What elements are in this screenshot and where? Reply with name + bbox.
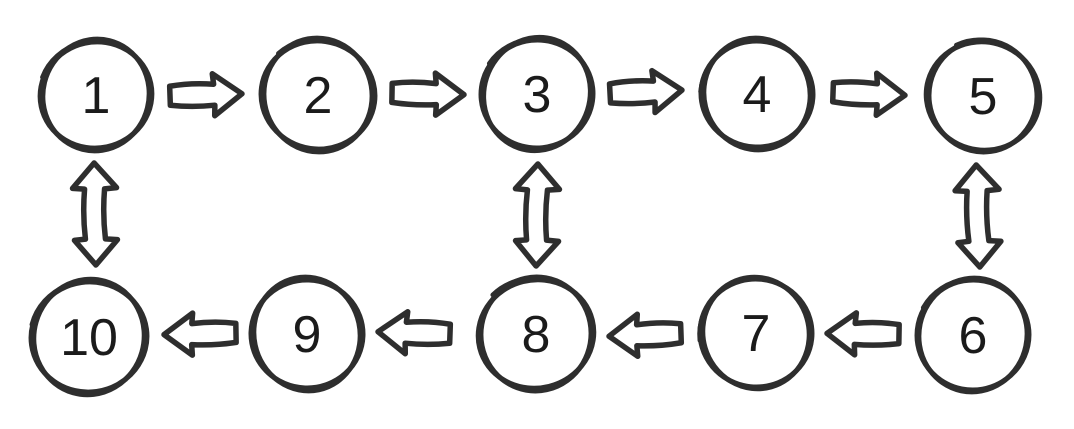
node-9-label: 9 <box>293 306 322 364</box>
node-4: 4 <box>698 35 816 153</box>
arrow-3-to-4 <box>606 67 685 116</box>
node-1: 1 <box>36 36 156 154</box>
arrow-right-icon <box>166 71 245 119</box>
circle-stroke <box>40 36 152 154</box>
double-arrow-vertical-icon <box>952 162 1004 270</box>
node-3: 3 <box>477 34 597 154</box>
arrow-1-to-2 <box>166 71 245 119</box>
arrow-8-to-9 <box>375 309 454 357</box>
node-9: 9 <box>248 274 366 394</box>
node-3-label: 3 <box>523 66 552 124</box>
node-6-label: 6 <box>959 307 988 365</box>
circle-stroke <box>700 274 812 392</box>
circle-stroke <box>916 275 1030 395</box>
node-1-label: 1 <box>82 67 111 125</box>
arrow-6-to-7 <box>824 310 902 358</box>
node-8: 8 <box>475 274 597 394</box>
node-10: 10 <box>27 276 151 398</box>
node-5: 5 <box>923 37 1043 155</box>
node-5-label: 5 <box>969 68 998 126</box>
arrow-right-icon <box>389 70 467 118</box>
arrow-4-to-5 <box>829 70 908 119</box>
double-arrow-vertical-icon <box>69 160 121 268</box>
arrow-5-6-bidirectional <box>952 162 1004 270</box>
node-7-label: 7 <box>742 305 771 363</box>
circle-stroke <box>481 34 593 154</box>
circle-stroke <box>31 276 147 398</box>
arrow-right-icon <box>829 70 908 119</box>
circle-stroke <box>478 274 594 394</box>
node-4-label: 4 <box>743 66 772 124</box>
arrow-left-icon <box>375 309 454 357</box>
double-arrow-vertical-icon <box>512 161 563 269</box>
arrow-2-to-3 <box>389 70 467 118</box>
node-2-label: 2 <box>304 67 333 125</box>
arrow-right-icon <box>606 67 685 116</box>
node-6: 6 <box>913 275 1033 395</box>
arrow-left-icon <box>606 311 685 360</box>
arrow-7-to-8 <box>606 311 685 360</box>
node-10-label: 10 <box>60 309 118 367</box>
circle-stroke <box>701 35 813 153</box>
arrow-1-10-bidirectional <box>69 160 121 268</box>
node-8-label: 8 <box>522 306 551 364</box>
node-7: 7 <box>697 274 815 392</box>
arrow-left-icon <box>824 310 902 358</box>
arrow-3-8-bidirectional <box>512 161 563 269</box>
arrow-9-to-10 <box>161 310 239 358</box>
node-2: 2 <box>258 35 378 155</box>
arrow-left-icon <box>161 310 239 358</box>
